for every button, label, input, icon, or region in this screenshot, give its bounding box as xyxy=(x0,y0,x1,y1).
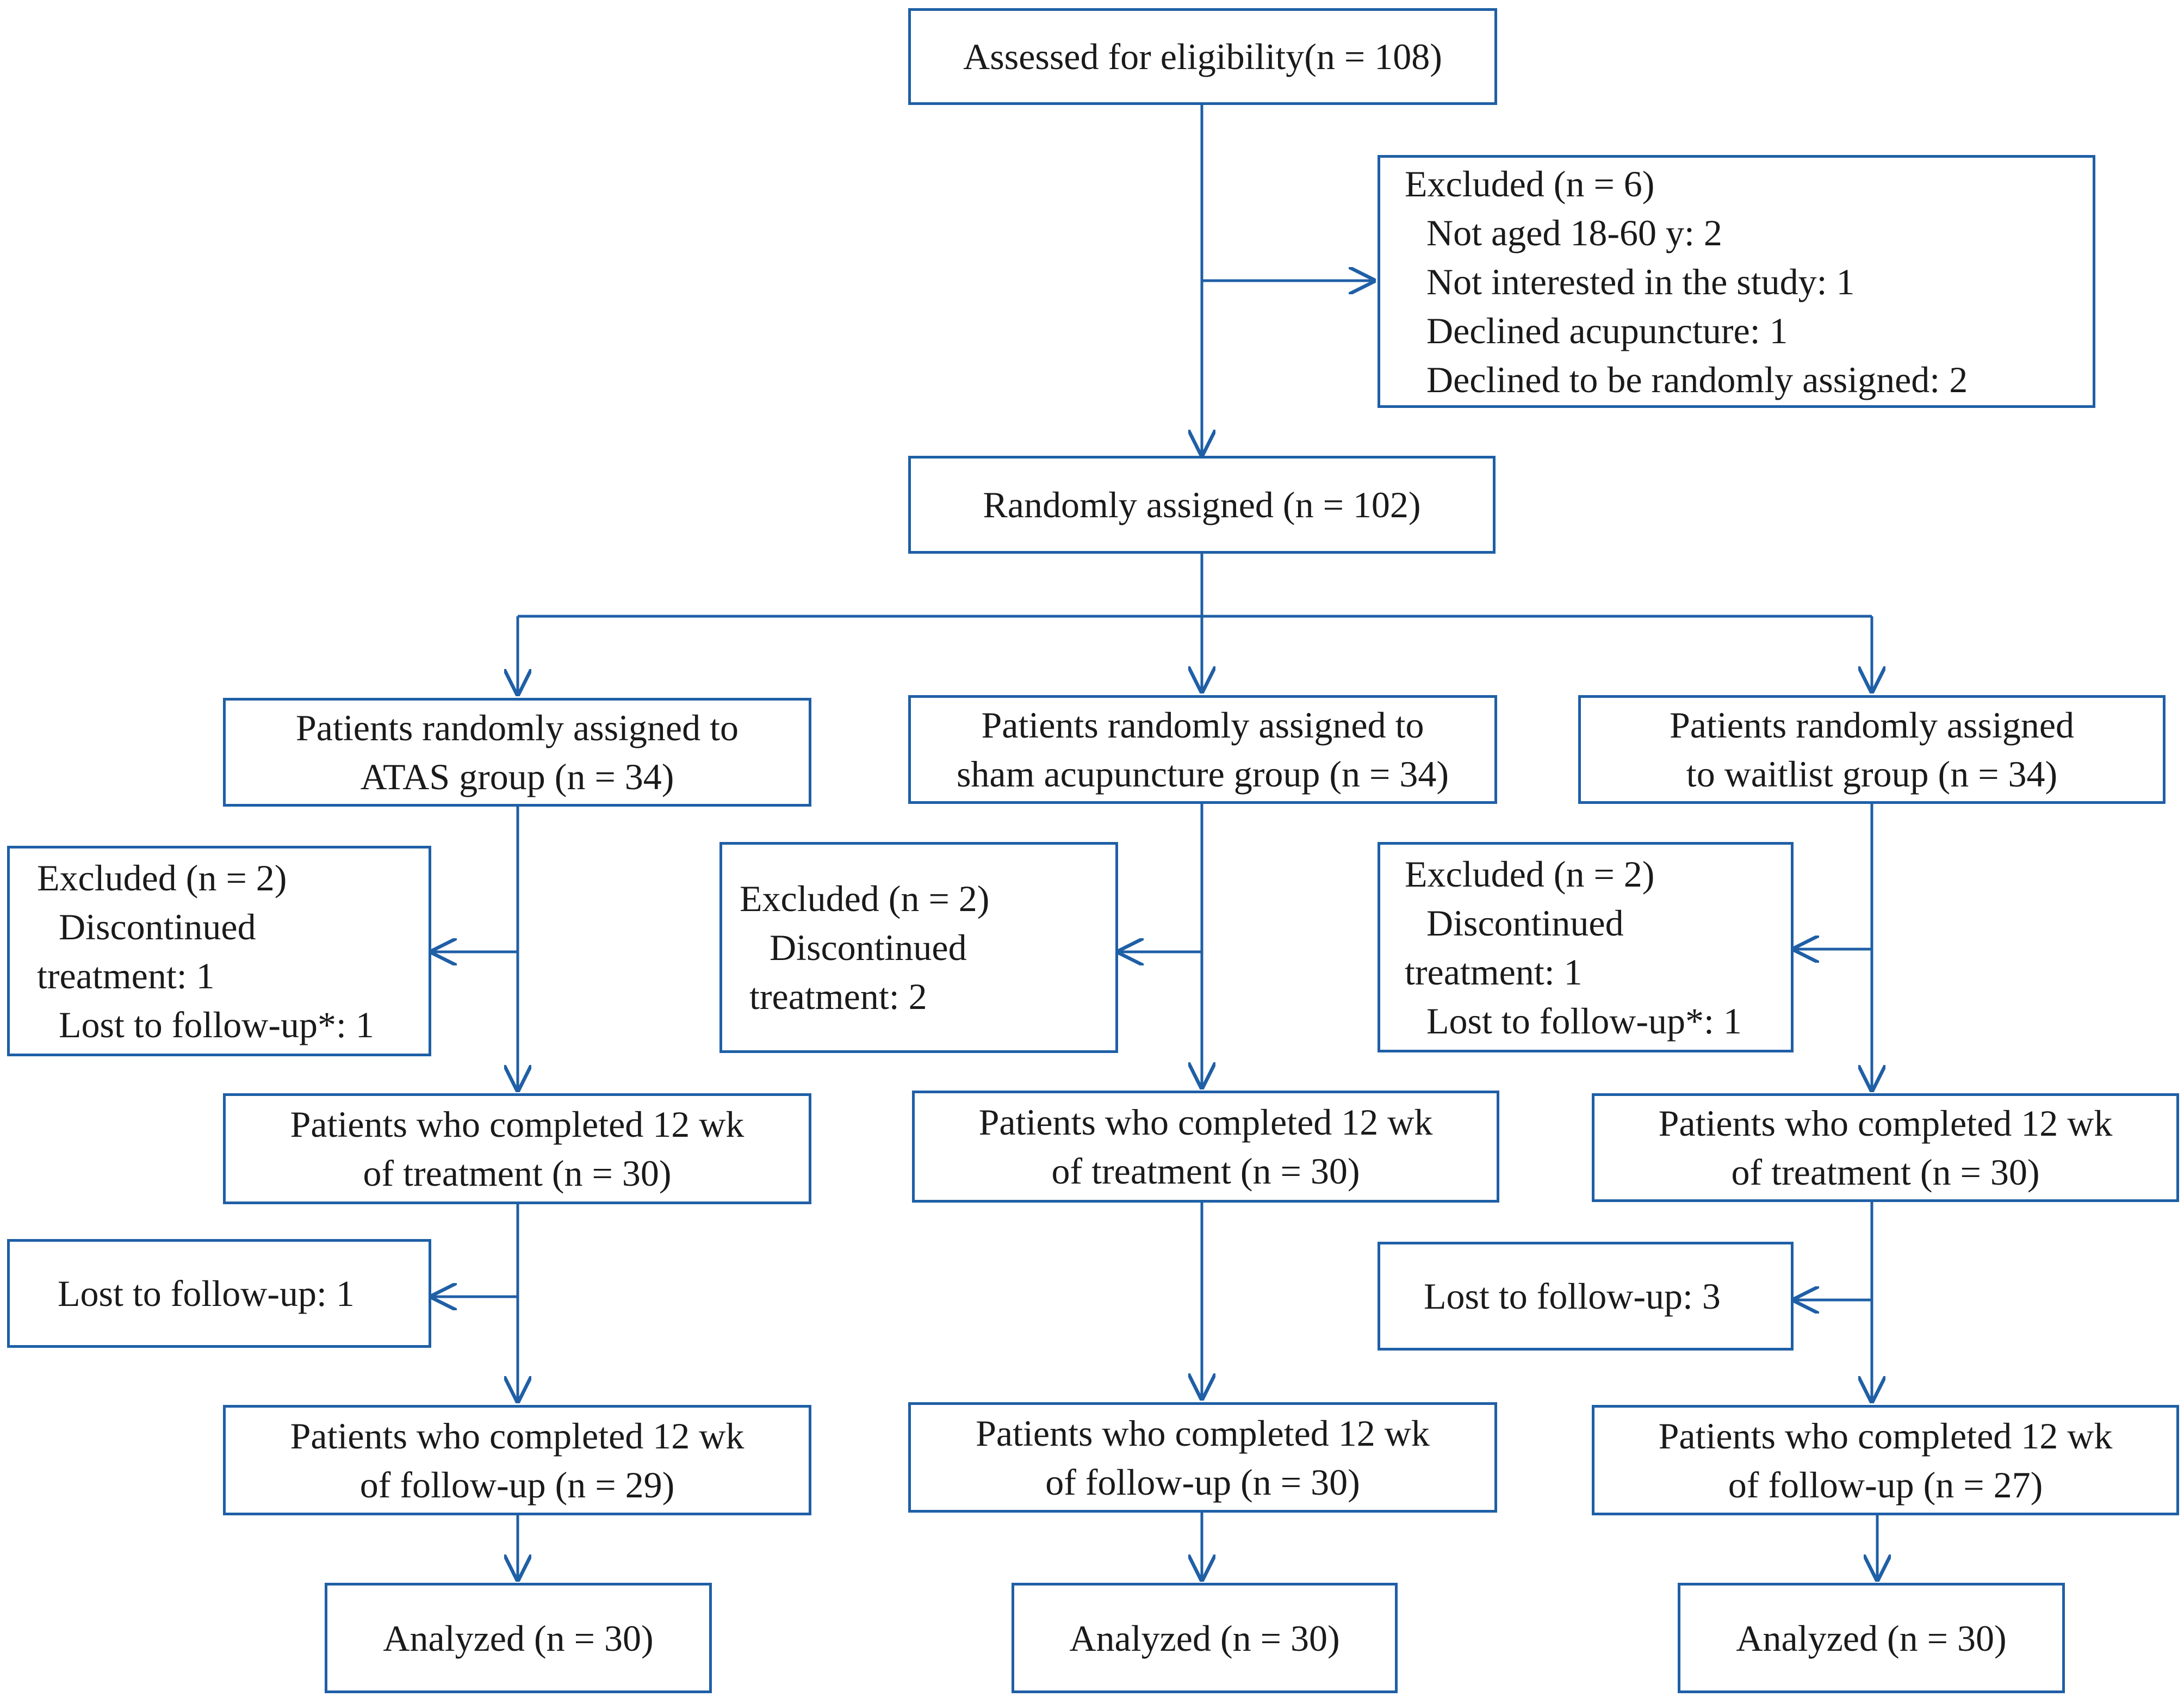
excluded-reason: Declined to be randomly assigned: 2 xyxy=(1426,358,1968,400)
excluded-reason: Declined acupuncture: 1 xyxy=(1426,309,1788,351)
lost-label: Lost to follow-up: 3 xyxy=(1424,1275,1721,1317)
waitlist-analyzed-box: Analyzed (n = 30) xyxy=(1678,1583,2065,1693)
excluded-reason: treatment: 1 xyxy=(1405,951,1583,993)
allocation-line: ATAS group (n = 34) xyxy=(360,756,674,797)
atas-allocation-box: Patients randomly assigned to ATAS group… xyxy=(223,698,811,807)
excluded-reason: Not interested in the study: 1 xyxy=(1426,261,1855,302)
sham-excluded-box: Excluded (n = 2) Discontinued treatment:… xyxy=(719,842,1118,1053)
completed-treatment-line: of treatment (n = 30) xyxy=(1731,1151,2040,1193)
excluded-reason: Lost to follow-up*: 1 xyxy=(59,1004,374,1045)
excluded-title: Excluded (n = 2) xyxy=(740,878,990,919)
atas-excluded-box: Excluded (n = 2) Discontinued treatment:… xyxy=(7,846,431,1056)
waitlist-allocation-box: Patients randomly assigned to waitlist g… xyxy=(1578,695,2166,804)
sham-completed-treatment-box: Patients who completed 12 wk of treatmen… xyxy=(912,1091,1499,1203)
excluded-reason: Lost to follow-up*: 1 xyxy=(1426,1000,1742,1042)
completed-treatment-line: Patients who completed 12 wk xyxy=(1658,1103,2113,1144)
analyzed-label: Analyzed (n = 30) xyxy=(1069,1617,1340,1659)
completed-treatment-line: Patients who completed 12 wk xyxy=(978,1101,1433,1143)
waitlist-excluded-box: Excluded (n = 2) Discontinued treatment:… xyxy=(1378,842,1794,1052)
excluded-reason: treatment: 2 xyxy=(749,976,927,1017)
allocation-line: Patients randomly assigned to xyxy=(981,704,1424,746)
completed-followup-line: Patients who completed 12 wk xyxy=(1658,1415,2113,1457)
enrollment-excluded-box: Excluded (n = 6) Not aged 18-60 y: 2 Not… xyxy=(1378,155,2095,408)
waitlist-completed-treatment-box: Patients who completed 12 wk of treatmen… xyxy=(1592,1093,2179,1202)
completed-followup-line: Patients who completed 12 wk xyxy=(290,1415,744,1457)
sham-analyzed-box: Analyzed (n = 30) xyxy=(1012,1583,1398,1693)
waitlist-lost-box: Lost to follow-up: 3 xyxy=(1378,1242,1794,1351)
randomized-box: Randomly assigned (n = 102) xyxy=(908,456,1496,554)
completed-followup-line: of follow-up (n = 29) xyxy=(359,1464,675,1506)
excluded-title: Excluded (n = 2) xyxy=(37,857,287,899)
allocation-line: to waitlist group (n = 34) xyxy=(1686,753,2058,795)
completed-followup-line: of follow-up (n = 27) xyxy=(1728,1464,2043,1506)
allocation-line: Patients randomly assigned to xyxy=(295,707,739,748)
atas-completed-treatment-box: Patients who completed 12 wk of treatmen… xyxy=(223,1093,811,1204)
excluded-reason: Discontinued xyxy=(770,927,967,968)
excluded-title: Excluded (n = 6) xyxy=(1405,163,1655,205)
completed-treatment-line: of treatment (n = 30) xyxy=(1051,1150,1360,1192)
assessed-box: Assessed for eligibility(n = 108) xyxy=(908,8,1497,105)
atas-lost-box: Lost to follow-up: 1 xyxy=(7,1239,431,1348)
randomized-label: Randomly assigned (n = 102) xyxy=(983,484,1421,525)
atas-completed-followup-box: Patients who completed 12 wk of follow-u… xyxy=(223,1405,811,1515)
sham-allocation-box: Patients randomly assigned to sham acupu… xyxy=(908,695,1497,804)
excluded-reason: treatment: 1 xyxy=(37,955,215,996)
allocation-line: Patients randomly assigned xyxy=(1669,704,2075,746)
lost-label: Lost to follow-up: 1 xyxy=(58,1273,355,1314)
completed-treatment-line: Patients who completed 12 wk xyxy=(290,1104,744,1145)
analyzed-label: Analyzed (n = 30) xyxy=(383,1617,654,1659)
allocation-line: sham acupuncture group (n = 34) xyxy=(956,753,1449,795)
sham-completed-followup-box: Patients who completed 12 wk of follow-u… xyxy=(908,1402,1497,1513)
assessed-label: Assessed for eligibility(n = 108) xyxy=(963,36,1442,77)
excluded-title: Excluded (n = 2) xyxy=(1405,853,1655,895)
completed-followup-line: of follow-up (n = 30) xyxy=(1045,1461,1360,1503)
excluded-reason: Not aged 18-60 y: 2 xyxy=(1426,212,1722,253)
completed-followup-line: Patients who completed 12 wk xyxy=(976,1412,1430,1454)
excluded-reason: Discontinued xyxy=(1426,902,1624,944)
completed-treatment-line: of treatment (n = 30) xyxy=(363,1153,672,1194)
analyzed-label: Analyzed (n = 30) xyxy=(1736,1617,2007,1659)
excluded-reason: Discontinued xyxy=(59,906,256,947)
atas-analyzed-box: Analyzed (n = 30) xyxy=(325,1583,712,1693)
waitlist-completed-followup-box: Patients who completed 12 wk of follow-u… xyxy=(1592,1405,2179,1515)
